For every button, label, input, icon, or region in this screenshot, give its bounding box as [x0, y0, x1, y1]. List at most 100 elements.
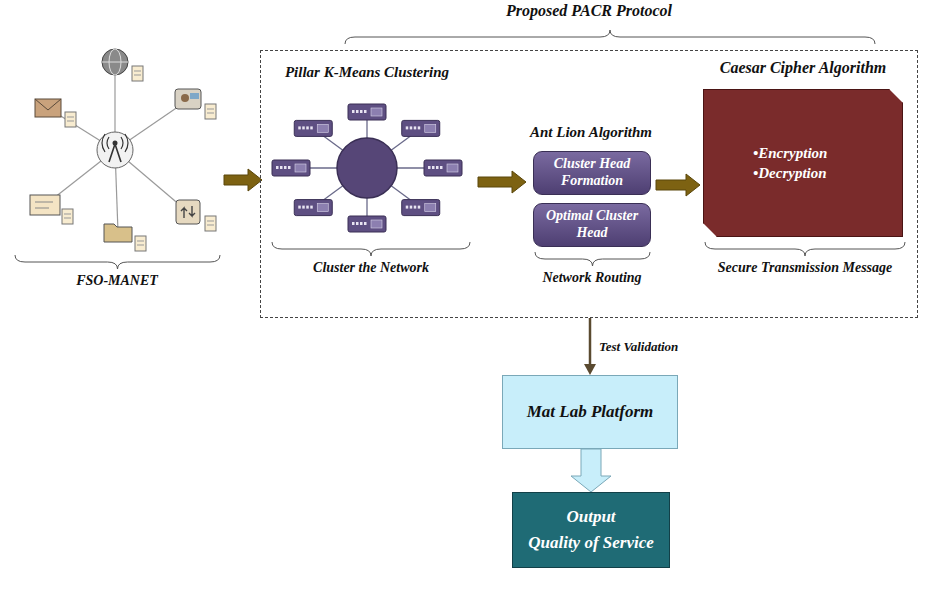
- document-icon: [207, 221, 214, 222]
- card-icon: [35, 202, 53, 203]
- bullet-item: •Encryption: [753, 143, 889, 163]
- document-icon: [137, 241, 144, 242]
- network-device: [356, 110, 359, 113]
- network-device: [298, 206, 301, 209]
- network-device: [284, 166, 287, 169]
- chat-icon: [190, 93, 199, 99]
- network-device: [428, 166, 431, 169]
- flow-arrow: [224, 169, 262, 191]
- block-arrow: [571, 449, 611, 492]
- document-icon: [137, 245, 144, 246]
- network-device: [294, 120, 332, 136]
- network-device: [410, 206, 413, 209]
- antenna-icon: [109, 144, 121, 162]
- network-device: [310, 206, 313, 209]
- network-device: [360, 110, 363, 113]
- globe-icon: [102, 49, 128, 75]
- network-device: [432, 166, 435, 169]
- section-caption: FSO-MANET: [76, 273, 158, 289]
- network-device: [302, 206, 305, 209]
- edge-label: Test Validation: [599, 339, 678, 355]
- network-device: [306, 206, 309, 209]
- network-device: [406, 126, 409, 129]
- document-icon: [134, 75, 141, 76]
- box-text: Optimal Cluster Head: [542, 208, 642, 242]
- network-device: [352, 110, 355, 113]
- cipher-box: Caesar Cipher Algorithm•Encryption•Decry…: [703, 89, 903, 237]
- upload-icon: [181, 206, 195, 218]
- network-device: [410, 126, 413, 129]
- network-device: [302, 126, 305, 129]
- network-device: [414, 206, 417, 209]
- network-device: [440, 166, 443, 169]
- curly-brace: [272, 242, 470, 256]
- upload-icon: [176, 200, 200, 224]
- network-device: [447, 164, 458, 172]
- network-device: [402, 120, 440, 136]
- network-device: [425, 204, 436, 212]
- network-device: [272, 160, 310, 176]
- network-device: [276, 166, 279, 169]
- section-caption: Secure Transmission Message: [718, 260, 893, 276]
- curly-brace: [705, 242, 905, 256]
- network-device: [406, 206, 409, 209]
- platform-box: Mat Lab Platform: [502, 375, 678, 449]
- network-device: [436, 166, 439, 169]
- chat-icon: [181, 94, 189, 102]
- flow-arrow: [478, 171, 526, 193]
- network-device: [294, 200, 332, 216]
- chat-icon: [175, 89, 201, 109]
- mail-icon: [35, 99, 61, 110]
- network-device: [310, 126, 313, 129]
- network-device: [317, 124, 328, 132]
- box-text: Cluster Head Formation: [542, 156, 642, 190]
- document-icon: [207, 225, 214, 226]
- card-icon: [35, 208, 49, 209]
- document-icon: [67, 117, 74, 118]
- document-icon: [205, 104, 216, 119]
- network-device: [371, 108, 382, 116]
- document-icon: [135, 236, 146, 251]
- section-caption: Cluster the Network: [313, 260, 429, 276]
- box-text: Mat Lab Platform: [527, 402, 654, 422]
- folder-icon: [104, 224, 132, 242]
- network-device: [414, 126, 417, 129]
- process-box: Optimal Cluster Head: [533, 203, 651, 247]
- network-device: [360, 222, 363, 225]
- box-heading: Caesar Cipher Algorithm: [720, 59, 887, 77]
- network-device: [418, 126, 421, 129]
- network-device: [356, 222, 359, 225]
- document-icon: [132, 66, 143, 81]
- network-device: [352, 222, 355, 225]
- network-device: [364, 110, 367, 113]
- cipher-shape: [703, 89, 903, 237]
- document-icon: [207, 109, 214, 110]
- document-icon: [64, 214, 71, 215]
- network-device: [298, 126, 301, 129]
- section-heading: Pillar K-Means Clustering: [285, 64, 449, 81]
- network-device: [348, 216, 386, 232]
- flow-connector: [584, 318, 596, 375]
- curly-brace: [345, 30, 875, 44]
- document-icon: [207, 113, 214, 114]
- box-text: Quality of Service: [528, 533, 654, 553]
- network-device: [402, 200, 440, 216]
- network-device: [288, 166, 291, 169]
- document-icon: [64, 218, 71, 219]
- network-device: [317, 204, 328, 212]
- curly-brace: [535, 252, 650, 266]
- network-device: [418, 206, 421, 209]
- cluster-centre: [337, 138, 397, 198]
- curly-brace: [15, 255, 220, 269]
- card-icon: [30, 195, 60, 215]
- document-icon: [67, 121, 74, 122]
- antenna-icon: [113, 141, 118, 146]
- network-device: [348, 104, 386, 120]
- box-text: Output: [566, 507, 615, 527]
- network-device: [295, 164, 306, 172]
- network-device: [371, 220, 382, 228]
- region-title: Proposed PACR Protocol: [506, 2, 672, 20]
- document-icon: [205, 216, 216, 231]
- arrow-head: [584, 364, 596, 375]
